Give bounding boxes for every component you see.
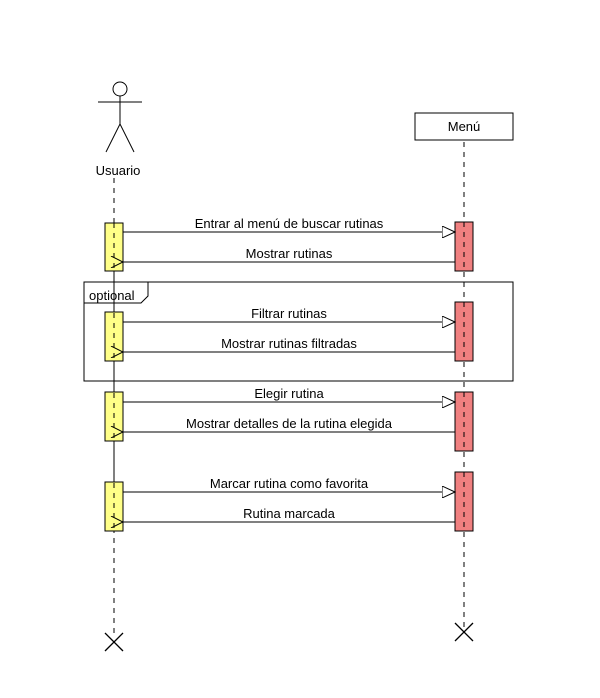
actor-label: Usuario bbox=[96, 163, 141, 178]
message-label: Mostrar detalles de la rutina elegida bbox=[186, 416, 393, 431]
message-2: Mostrar rutinas bbox=[123, 246, 455, 262]
message-1: Entrar al menú de buscar rutinas bbox=[123, 216, 455, 232]
message-label: Filtrar rutinas bbox=[251, 306, 327, 321]
message-label: Entrar al menú de buscar rutinas bbox=[195, 216, 384, 231]
message-4: Mostrar rutinas filtradas bbox=[123, 336, 455, 352]
actor-usuario: Usuario bbox=[96, 81, 142, 178]
participant-menu-label: Menú bbox=[448, 119, 481, 134]
message-label: Elegir rutina bbox=[254, 386, 324, 401]
message-8: Rutina marcada bbox=[123, 506, 455, 522]
fragment-label: optional bbox=[89, 288, 135, 303]
fragment-label-tab bbox=[84, 282, 149, 304]
message-label: Mostrar rutinas filtradas bbox=[221, 336, 357, 351]
fragment-optional: optional bbox=[83, 281, 514, 382]
actor-head bbox=[112, 81, 128, 97]
destroy-mark-menu bbox=[454, 622, 474, 642]
participant-menu-box bbox=[414, 112, 514, 141]
message-6: Mostrar detalles de la rutina elegida bbox=[123, 416, 455, 432]
participant-menu: Menú bbox=[414, 112, 514, 141]
message-label: Rutina marcada bbox=[243, 506, 336, 521]
message-7: Marcar rutina como favorita bbox=[123, 476, 455, 492]
message-5: Elegir rutina bbox=[123, 386, 455, 402]
message-label: Mostrar rutinas bbox=[246, 246, 333, 261]
destroy-mark-usuario bbox=[104, 632, 124, 652]
message-label: Marcar rutina como favorita bbox=[210, 476, 369, 491]
actor-right-leg bbox=[119, 123, 135, 153]
actor-left-leg bbox=[105, 123, 121, 153]
message-3: Filtrar rutinas bbox=[123, 306, 455, 322]
fragment-frame bbox=[83, 281, 514, 382]
